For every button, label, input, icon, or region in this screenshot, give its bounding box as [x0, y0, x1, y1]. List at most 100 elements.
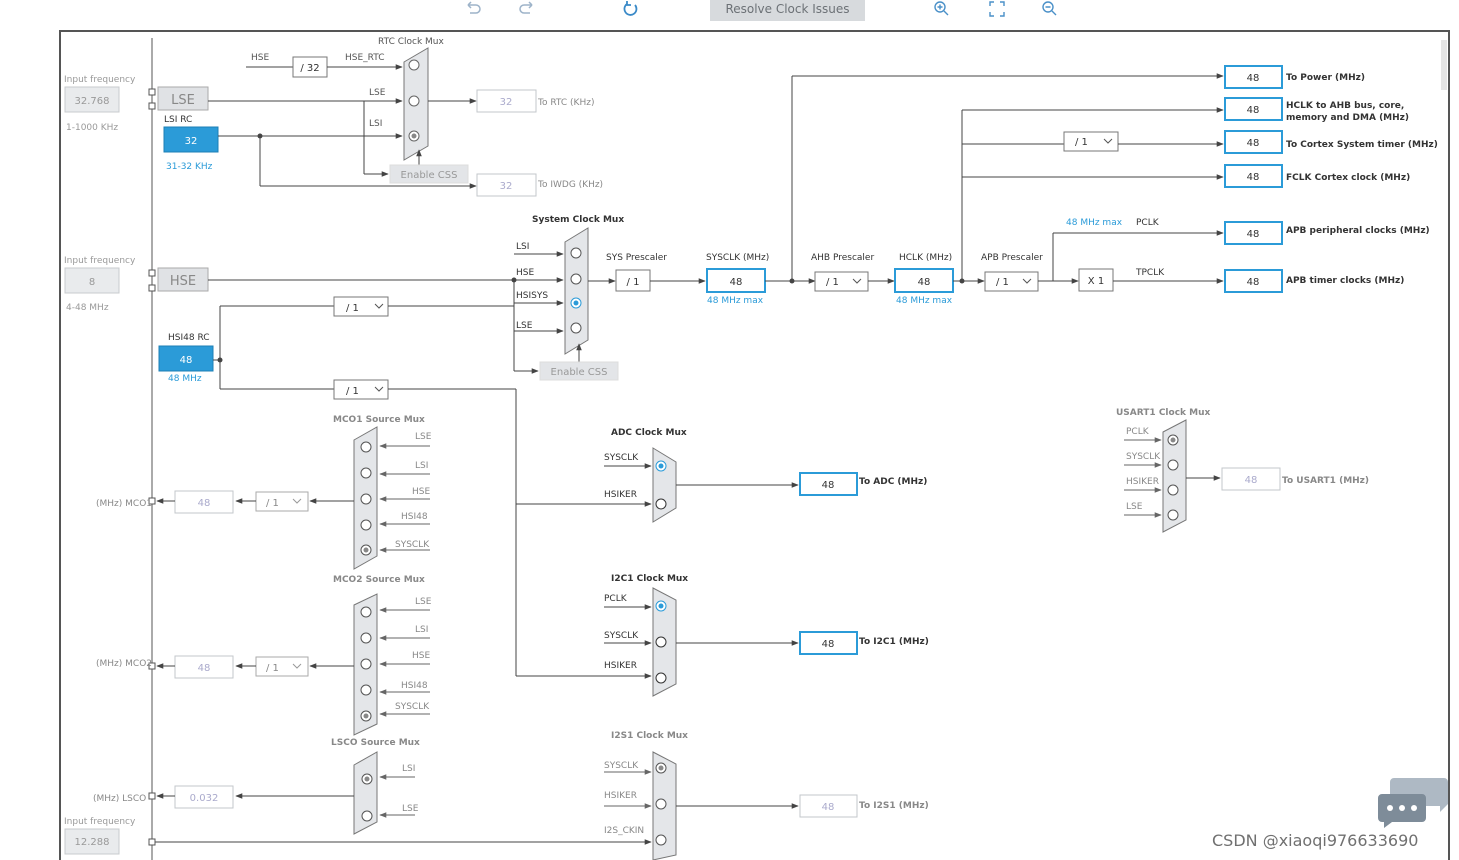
output-value: 48 — [1247, 172, 1260, 183]
sysmux-lsi-label: LSI — [516, 242, 529, 252]
i2s1-output-box[interactable] — [799, 794, 858, 818]
mco2-output-value: 48 — [198, 663, 211, 674]
mco2-in2-label: LSI — [415, 625, 428, 635]
zoom-in-icon[interactable] — [932, 0, 952, 18]
output-value: 48 — [1247, 105, 1260, 116]
mco1-radio-lse[interactable] — [360, 441, 372, 453]
mco2-output-box[interactable] — [174, 655, 234, 679]
output-box[interactable] — [1224, 65, 1283, 89]
output-value: 48 — [1247, 138, 1260, 149]
i2c1-output-box[interactable] — [799, 631, 858, 655]
rtc-radio-hse[interactable] — [408, 59, 420, 71]
sysmux-radio-lse[interactable] — [570, 322, 582, 334]
rtc-hse-label: HSE — [251, 53, 269, 63]
mco1-div-select[interactable] — [255, 491, 309, 512]
output-box[interactable] — [1224, 97, 1283, 121]
lsi-rc-value: 32 — [185, 136, 198, 147]
rtc-hse-rtc-label: HSE_RTC — [345, 53, 385, 63]
rtc-output-box[interactable] — [476, 89, 537, 113]
mco2-label: (MHz) MCO2 — [96, 659, 152, 669]
mco2-div-select[interactable] — [255, 656, 309, 677]
mco1-output-box[interactable] — [174, 490, 234, 514]
adc-output-value: 48 — [822, 480, 835, 491]
output-label-2: memory and DMA (MHz) — [1286, 113, 1409, 123]
iwdg-output-box[interactable] — [476, 173, 537, 197]
refresh-icon[interactable] — [621, 0, 641, 18]
zoom-out-icon[interactable] — [1040, 0, 1060, 18]
sysmux-radio-hse[interactable] — [570, 273, 582, 285]
lsco-output-value: 0.032 — [190, 793, 219, 804]
lsco-label: (MHz) LSCO — [93, 794, 146, 804]
adc-radio-hsiker[interactable] — [655, 498, 667, 510]
usart1-output-box[interactable] — [1221, 467, 1281, 491]
lsco-radio-lse[interactable] — [361, 810, 373, 822]
output-hclk-ahb: 48 HCLK to AHB bus, core, memory and DMA… — [1224, 97, 1409, 123]
usart1-output-value: 48 — [1245, 475, 1258, 486]
i2s1-radio-hsiker[interactable] — [655, 798, 667, 810]
mco1-radio-lsi[interactable] — [360, 467, 372, 479]
rtc-radio-lse[interactable] — [408, 95, 420, 107]
mco2-in1-label: LSE — [415, 597, 432, 607]
mco2-radio-hsi48[interactable] — [360, 684, 372, 696]
resolve-clock-issues-button[interactable]: Resolve Clock Issues — [710, 0, 865, 21]
hclk-label: HCLK (MHz) — [899, 253, 952, 263]
i2c1-radio-sysclk[interactable] — [655, 636, 667, 648]
usart1-radio-sysclk[interactable] — [1167, 459, 1179, 471]
mco2-radio-hse[interactable] — [360, 658, 372, 670]
output-power: 48 To Power (MHz) — [1224, 65, 1365, 89]
hse-input-label: Input frequency — [64, 256, 136, 266]
output-cortex-timer: 48 To Cortex System timer (MHz) — [1224, 130, 1438, 154]
chevron-down-icon — [292, 663, 302, 669]
chevron-down-icon — [374, 303, 384, 309]
mco1-radio-hse[interactable] — [360, 493, 372, 505]
hsi48-box[interactable] — [158, 345, 214, 372]
lse-input-box[interactable] — [64, 86, 120, 113]
redo-icon[interactable] — [517, 0, 537, 18]
output-box[interactable] — [1224, 269, 1283, 293]
output-box[interactable] — [1224, 130, 1283, 154]
output-value: 48 — [1247, 277, 1260, 288]
rtc-enable-css-button[interactable] — [389, 164, 469, 184]
tpclk-label: TPCLK — [1135, 268, 1165, 278]
apb-prescaler-select[interactable] — [984, 271, 1039, 292]
output-box[interactable] — [1224, 221, 1283, 245]
adc-output-box[interactable] — [799, 472, 858, 496]
i2s-ckin-input-box[interactable] — [64, 828, 120, 855]
mco2-radio-lse[interactable] — [360, 606, 372, 618]
mco2-radio-lsi[interactable] — [360, 632, 372, 644]
output-label: APB timer clocks (MHz) — [1286, 276, 1404, 286]
output-fclk: 48 FCLK Cortex clock (MHz) — [1224, 164, 1410, 188]
mco2-mux-title: MCO2 Source Mux — [333, 575, 425, 585]
i2c1-in3-label: HSIKER — [604, 661, 637, 671]
mco1-in5-label: SYSCLK — [395, 540, 430, 550]
usart1-in3-label: HSIKER — [1126, 477, 1159, 487]
mco1-radio-hsi48[interactable] — [360, 519, 372, 531]
hclk-max: 48 MHz max — [896, 296, 953, 306]
output-box[interactable] — [1224, 164, 1283, 188]
hse-input-box[interactable] — [64, 267, 120, 294]
i2s1-radio-i2s-ckin[interactable] — [655, 834, 667, 846]
lse-source-box[interactable] — [157, 86, 209, 111]
vertical-scrollbar[interactable] — [1441, 40, 1447, 90]
i2s1-mux-title: I2S1 Clock Mux — [611, 731, 688, 741]
diagram-frame — [59, 30, 1450, 860]
fit-screen-icon[interactable] — [987, 0, 1007, 18]
hsi-div2-value: / 1 — [346, 386, 359, 397]
chat-bubble-icon[interactable] — [1378, 776, 1448, 828]
apb-prescaler-label: APB Prescaler — [981, 253, 1043, 263]
sysmux-enable-css-button[interactable] — [539, 361, 619, 381]
ahb-prescaler-select[interactable] — [814, 271, 869, 292]
undo-icon[interactable] — [463, 0, 483, 18]
sysmux-radio-lsi[interactable] — [570, 247, 582, 259]
tpclk-mult-box[interactable] — [1078, 268, 1114, 292]
usart1-radio-hsiker[interactable] — [1167, 484, 1179, 496]
usart1-radio-lse[interactable] — [1167, 509, 1179, 521]
lsco-output-box[interactable] — [174, 785, 234, 809]
hclk-value: 48 — [918, 277, 931, 288]
mco1-in1-label: LSE — [415, 432, 432, 442]
tpclk-mult-value: X 1 — [1088, 276, 1104, 287]
i2c1-radio-hsiker[interactable] — [655, 672, 667, 684]
chevron-down-icon — [374, 386, 384, 392]
cortex-div-select[interactable] — [1063, 131, 1119, 152]
lsi-rc-box[interactable] — [163, 126, 219, 153]
